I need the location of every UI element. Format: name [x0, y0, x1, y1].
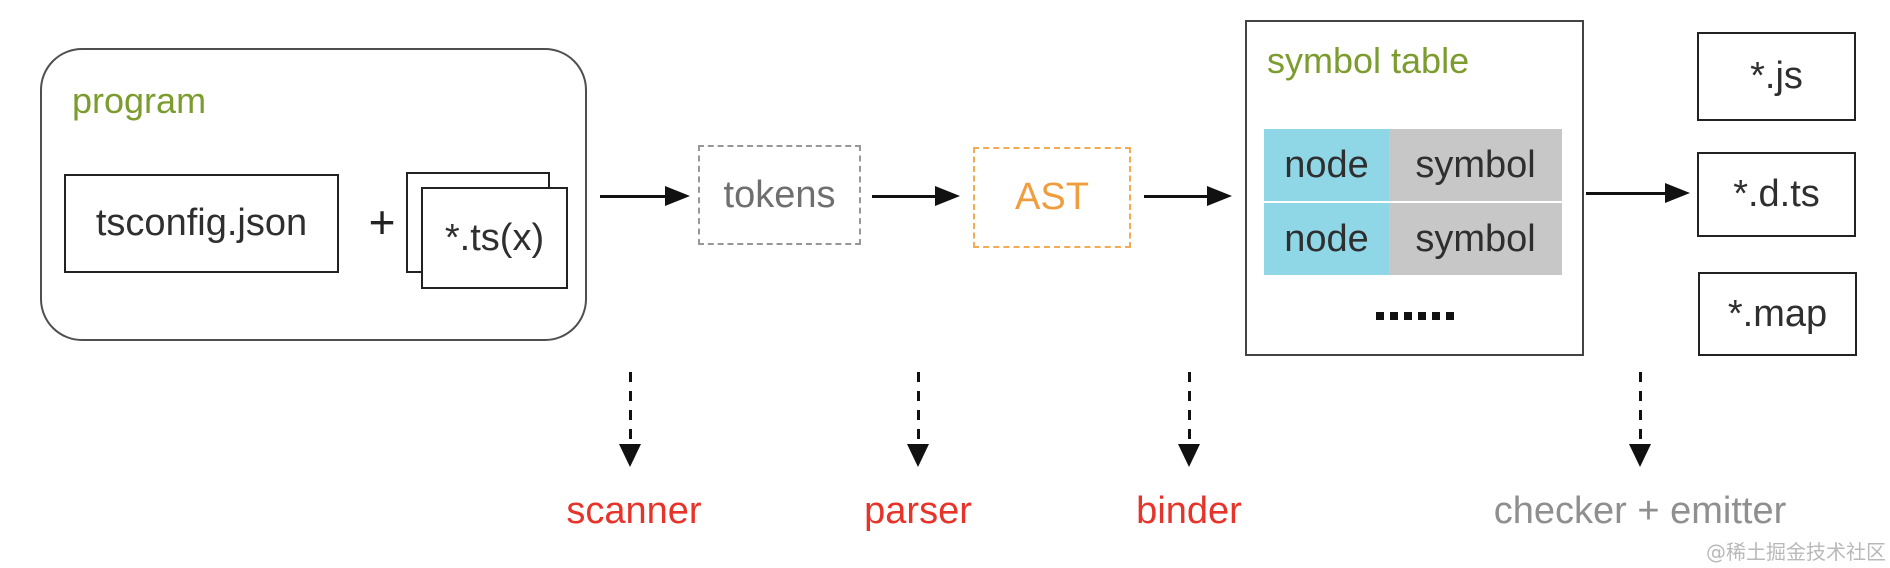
phase-label-parser: parser: [864, 490, 972, 532]
dot-icon: [1418, 312, 1426, 320]
symbol-table-title: symbol table: [1267, 40, 1470, 81]
output-js-box: *.js: [1697, 32, 1856, 121]
symbol-table-grid: node symbol node symbol: [1264, 129, 1562, 275]
arrow-shaft: [1586, 191, 1668, 195]
phase-label-binder: binder: [1136, 490, 1242, 532]
table-row: node symbol: [1264, 203, 1562, 275]
tokens-label: tokens: [723, 173, 836, 216]
arrow-head-icon: [1665, 183, 1690, 203]
output-dts-box: *.d.ts: [1697, 152, 1856, 237]
tsconfig-box: tsconfig.json: [64, 174, 339, 273]
dashed-line: [916, 372, 920, 444]
dot-icon: [1404, 312, 1412, 320]
arrow-head-icon: [1178, 444, 1200, 467]
dashed-line: [1187, 372, 1191, 444]
dot-icon: [1432, 312, 1440, 320]
watermark: @稀土掘金技术社区: [1706, 540, 1886, 564]
ts-files-box: *.ts(x): [421, 187, 568, 289]
symbol-cell: symbol: [1389, 129, 1562, 201]
dashed-line: [1638, 372, 1642, 444]
table-row: node symbol: [1264, 129, 1562, 201]
program-container: program tsconfig.json + *.ts(x): [40, 48, 587, 341]
plus-sign: +: [368, 195, 396, 248]
ts-files-label: *.ts(x): [444, 216, 545, 259]
symbol-cell: symbol: [1389, 203, 1562, 275]
arrow-head-icon: [935, 186, 960, 206]
output-map-box: *.map: [1698, 272, 1857, 356]
arrow-down-parser: [907, 372, 929, 468]
symbol-table-container: symbol table node symbol node symbol: [1245, 20, 1584, 356]
arrow-down-checker: [1629, 372, 1651, 468]
program-title: program: [72, 80, 207, 121]
ast-box: AST: [973, 147, 1131, 248]
arrow-symbol-table-to-outputs: [1586, 183, 1690, 203]
node-cell: node: [1264, 203, 1389, 275]
phase-label-checker-emitter: checker + emitter: [1493, 490, 1787, 532]
arrow-shaft: [872, 194, 938, 198]
node-cell: node: [1264, 129, 1389, 201]
arrow-tokens-to-ast: [872, 186, 960, 206]
arrow-ast-to-symbol-table: [1144, 186, 1232, 206]
output-map-label: *.map: [1727, 292, 1828, 335]
arrow-shaft: [600, 194, 668, 198]
output-js-label: *.js: [1750, 55, 1803, 97]
arrow-down-binder: [1178, 372, 1200, 468]
phase-label-scanner: scanner: [566, 490, 702, 532]
arrow-program-to-tokens: [600, 186, 690, 206]
arrow-head-icon: [1207, 186, 1232, 206]
output-dts-label: *.d.ts: [1733, 173, 1820, 215]
arrow-down-scanner: [619, 372, 641, 468]
tokens-box: tokens: [698, 145, 861, 245]
ellipsis-dots: [1305, 312, 1525, 320]
arrow-head-icon: [1629, 444, 1651, 467]
dot-icon: [1390, 312, 1398, 320]
arrow-head-icon: [619, 444, 641, 467]
dot-icon: [1376, 312, 1384, 320]
dashed-line: [628, 372, 632, 444]
arrow-head-icon: [665, 186, 690, 206]
arrow-head-icon: [907, 444, 929, 467]
ast-label: AST: [1015, 176, 1089, 218]
tsconfig-label: tsconfig.json: [95, 202, 308, 244]
dot-icon: [1446, 312, 1454, 320]
arrow-shaft: [1144, 194, 1210, 198]
